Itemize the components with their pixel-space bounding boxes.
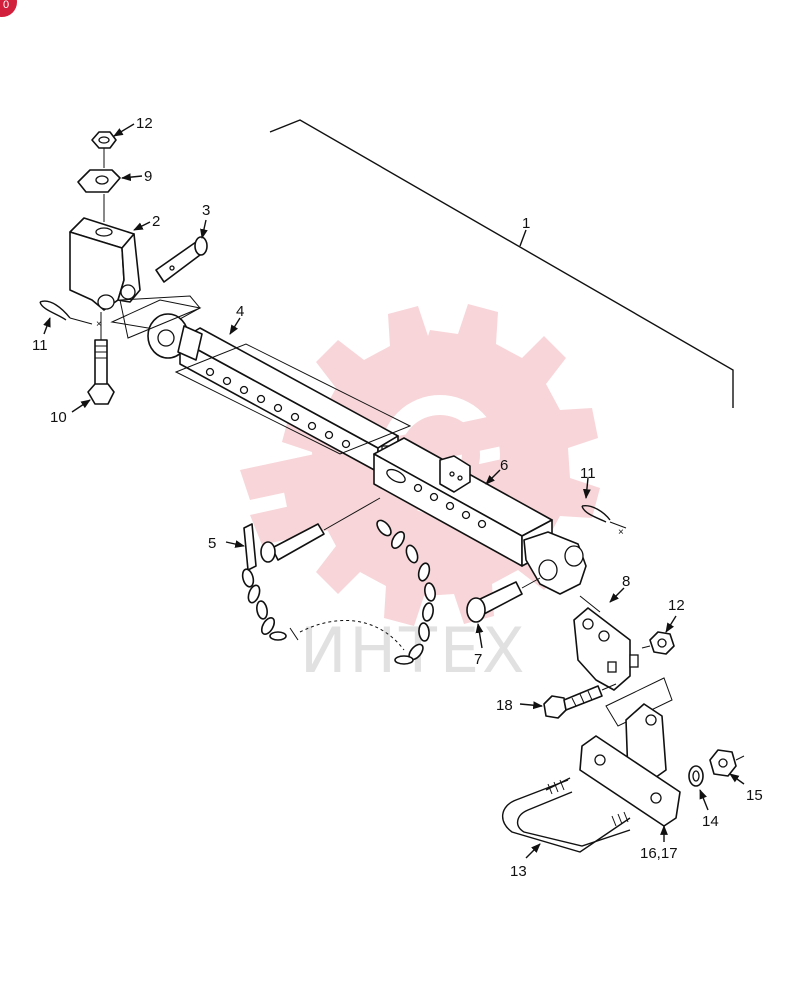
callout-6: 6 — [500, 457, 508, 474]
callout-18: 18 — [496, 697, 513, 714]
u-bolt-13 — [502, 777, 631, 853]
callout-8: 8 — [622, 573, 630, 590]
callout-4: 4 — [236, 303, 244, 320]
nut-top — [91, 131, 117, 149]
svg-text:×: × — [96, 319, 102, 330]
clevis-pin-3 — [155, 236, 208, 283]
mount-bracket-8 — [573, 607, 639, 691]
callout-labels: 12 9 2 3 1 4 11 10 6 11 5 8 12 7 18 15 1… — [32, 115, 763, 880]
svg-text:×: × — [618, 527, 624, 538]
callout-16-17: 16,17 — [640, 845, 678, 862]
washer-plate — [77, 169, 121, 193]
stand-bracket — [579, 703, 681, 827]
callout-11-right: 11 — [580, 465, 596, 482]
cotter-pin-left: × — [39, 300, 102, 330]
callout-14: 14 — [702, 813, 719, 830]
callout-7: 7 — [474, 651, 482, 668]
chain — [241, 519, 436, 665]
callout-15: 15 — [746, 787, 763, 804]
handle-pin-5 — [243, 497, 381, 571]
callout-1: 1 — [522, 215, 530, 232]
callout-10: 10 — [50, 409, 67, 426]
nut-15 — [709, 749, 745, 777]
callout-5: 5 — [208, 535, 216, 552]
clevis-bracket — [69, 217, 141, 311]
nut-right — [641, 631, 675, 655]
lock-washer-14 — [688, 765, 704, 787]
callout-13: 13 — [510, 863, 527, 880]
callout-2: 2 — [152, 213, 160, 230]
corner-badge: 0 — [0, 0, 17, 17]
callout-3: 3 — [202, 202, 210, 219]
outer-tube — [373, 437, 587, 595]
callout-11-left: 11 — [32, 337, 48, 354]
leader-lines — [43, 123, 745, 859]
bolt-18 — [543, 683, 617, 719]
bolt-10 — [87, 312, 115, 405]
callout-12-top: 12 — [136, 115, 153, 132]
callout-12-right: 12 — [668, 597, 685, 614]
cotter-pin-right: × — [581, 505, 627, 538]
corner-badge-label: 0 — [3, 0, 9, 11]
callout-9: 9 — [144, 168, 152, 185]
clevis-pin-7 — [466, 577, 541, 623]
assembly-bracket — [269, 119, 734, 408]
